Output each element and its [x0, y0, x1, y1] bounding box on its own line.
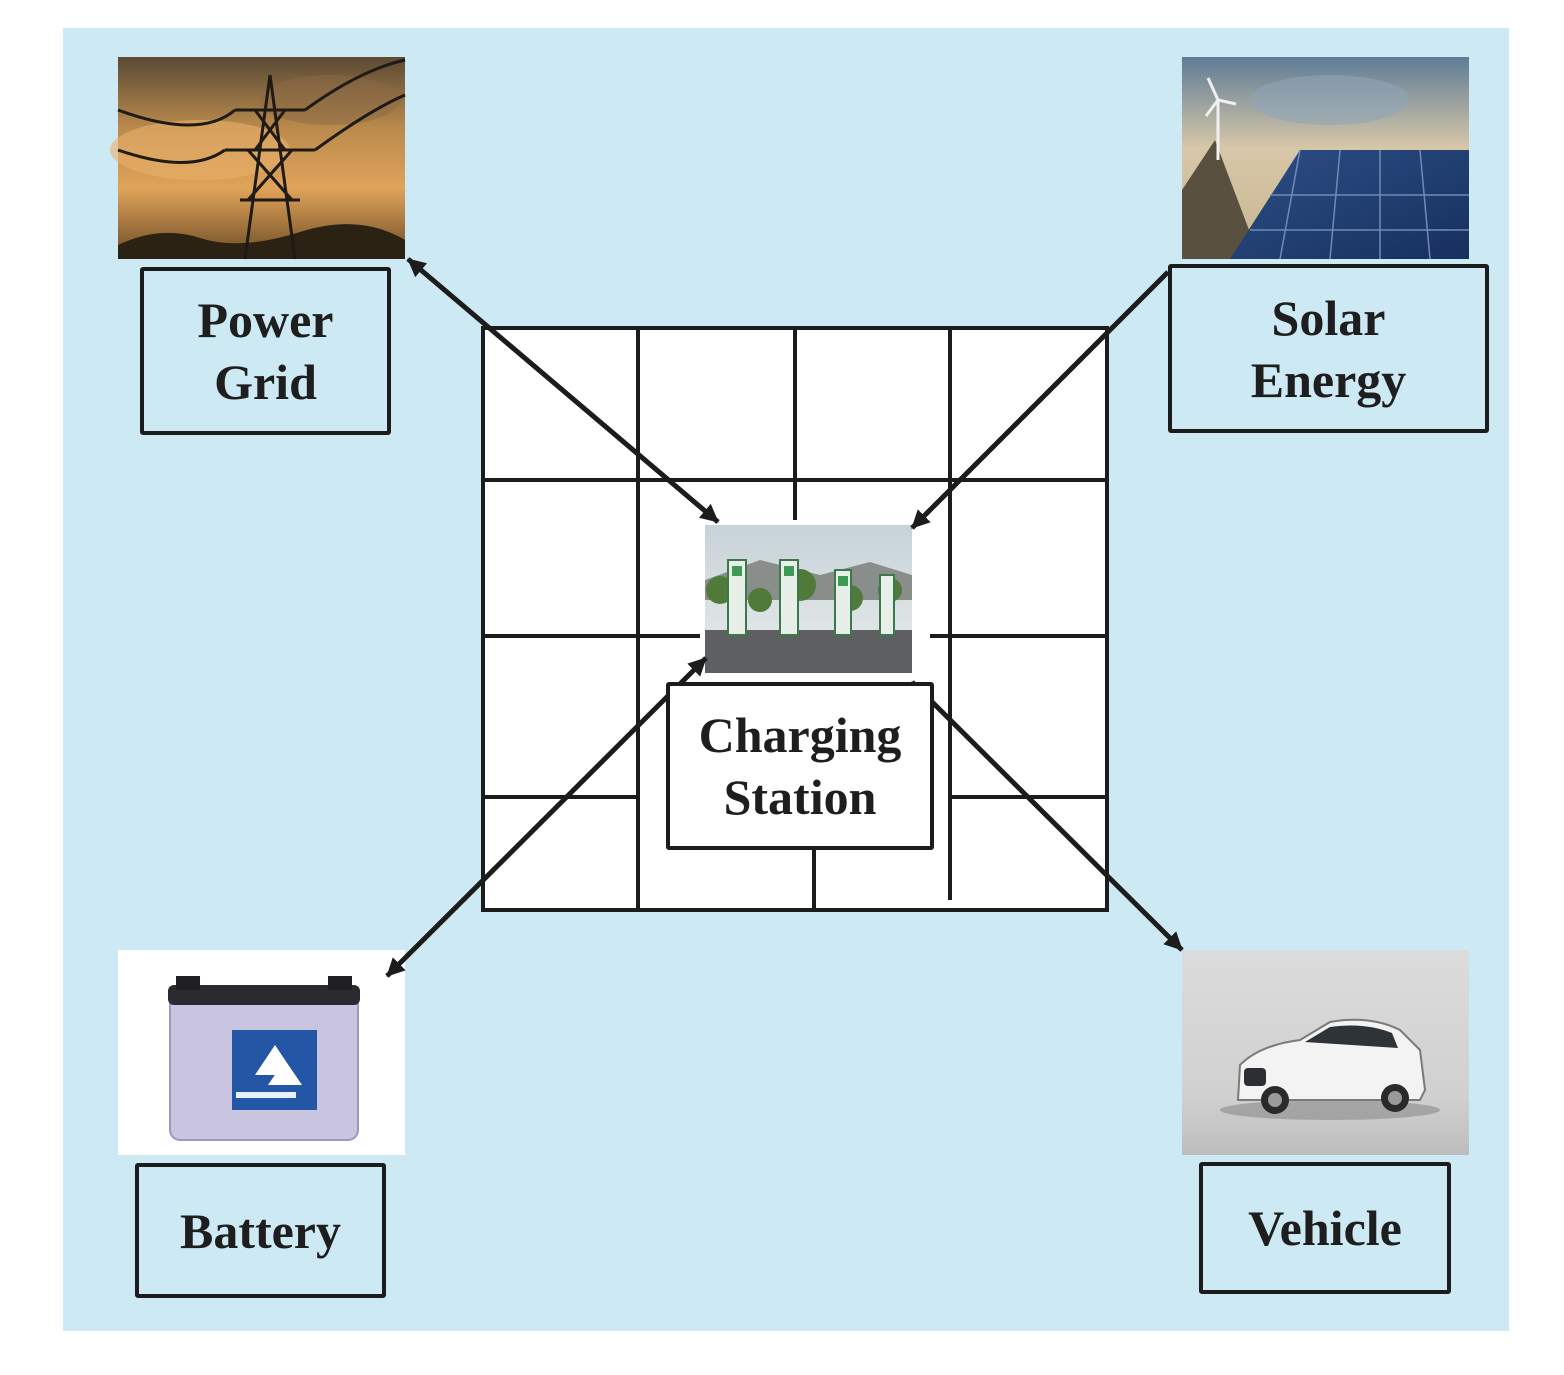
charging-station-label-line2: Station	[723, 769, 877, 825]
vehicle-photo	[1182, 950, 1469, 1155]
solar-energy-label-line1: Solar	[1271, 289, 1386, 346]
charging-station-label-line1: Charging	[698, 707, 902, 763]
charging-station-photo	[705, 525, 912, 673]
solar-energy-label: Solar Energy	[1168, 264, 1489, 433]
arrow-solar-energy-charging-station	[910, 270, 1170, 530]
arrow-power-grid-charging-station	[406, 257, 720, 524]
battery-label: Battery	[135, 1163, 386, 1298]
solar-farm-photo	[1182, 57, 1469, 260]
power-grid-label: Power Grid	[140, 267, 391, 435]
arrows	[385, 257, 1184, 978]
power-grid-label-line1: Power	[197, 292, 334, 348]
power-grid-label-line2: Grid	[214, 354, 317, 410]
arrow-charging-station-battery	[385, 656, 708, 978]
power-tower-photo	[110, 57, 406, 260]
arrow-charging-station-vehicle	[910, 680, 1184, 952]
solar-energy-label-line2: Energy	[1250, 351, 1407, 408]
battery-label-text: Battery	[179, 1202, 342, 1259]
vehicle-label: Vehicle	[1199, 1162, 1451, 1294]
battery-photo	[118, 950, 405, 1155]
charging-station-label: Charging Station	[666, 682, 934, 850]
vehicle-label-text: Vehicle	[1248, 1200, 1402, 1256]
